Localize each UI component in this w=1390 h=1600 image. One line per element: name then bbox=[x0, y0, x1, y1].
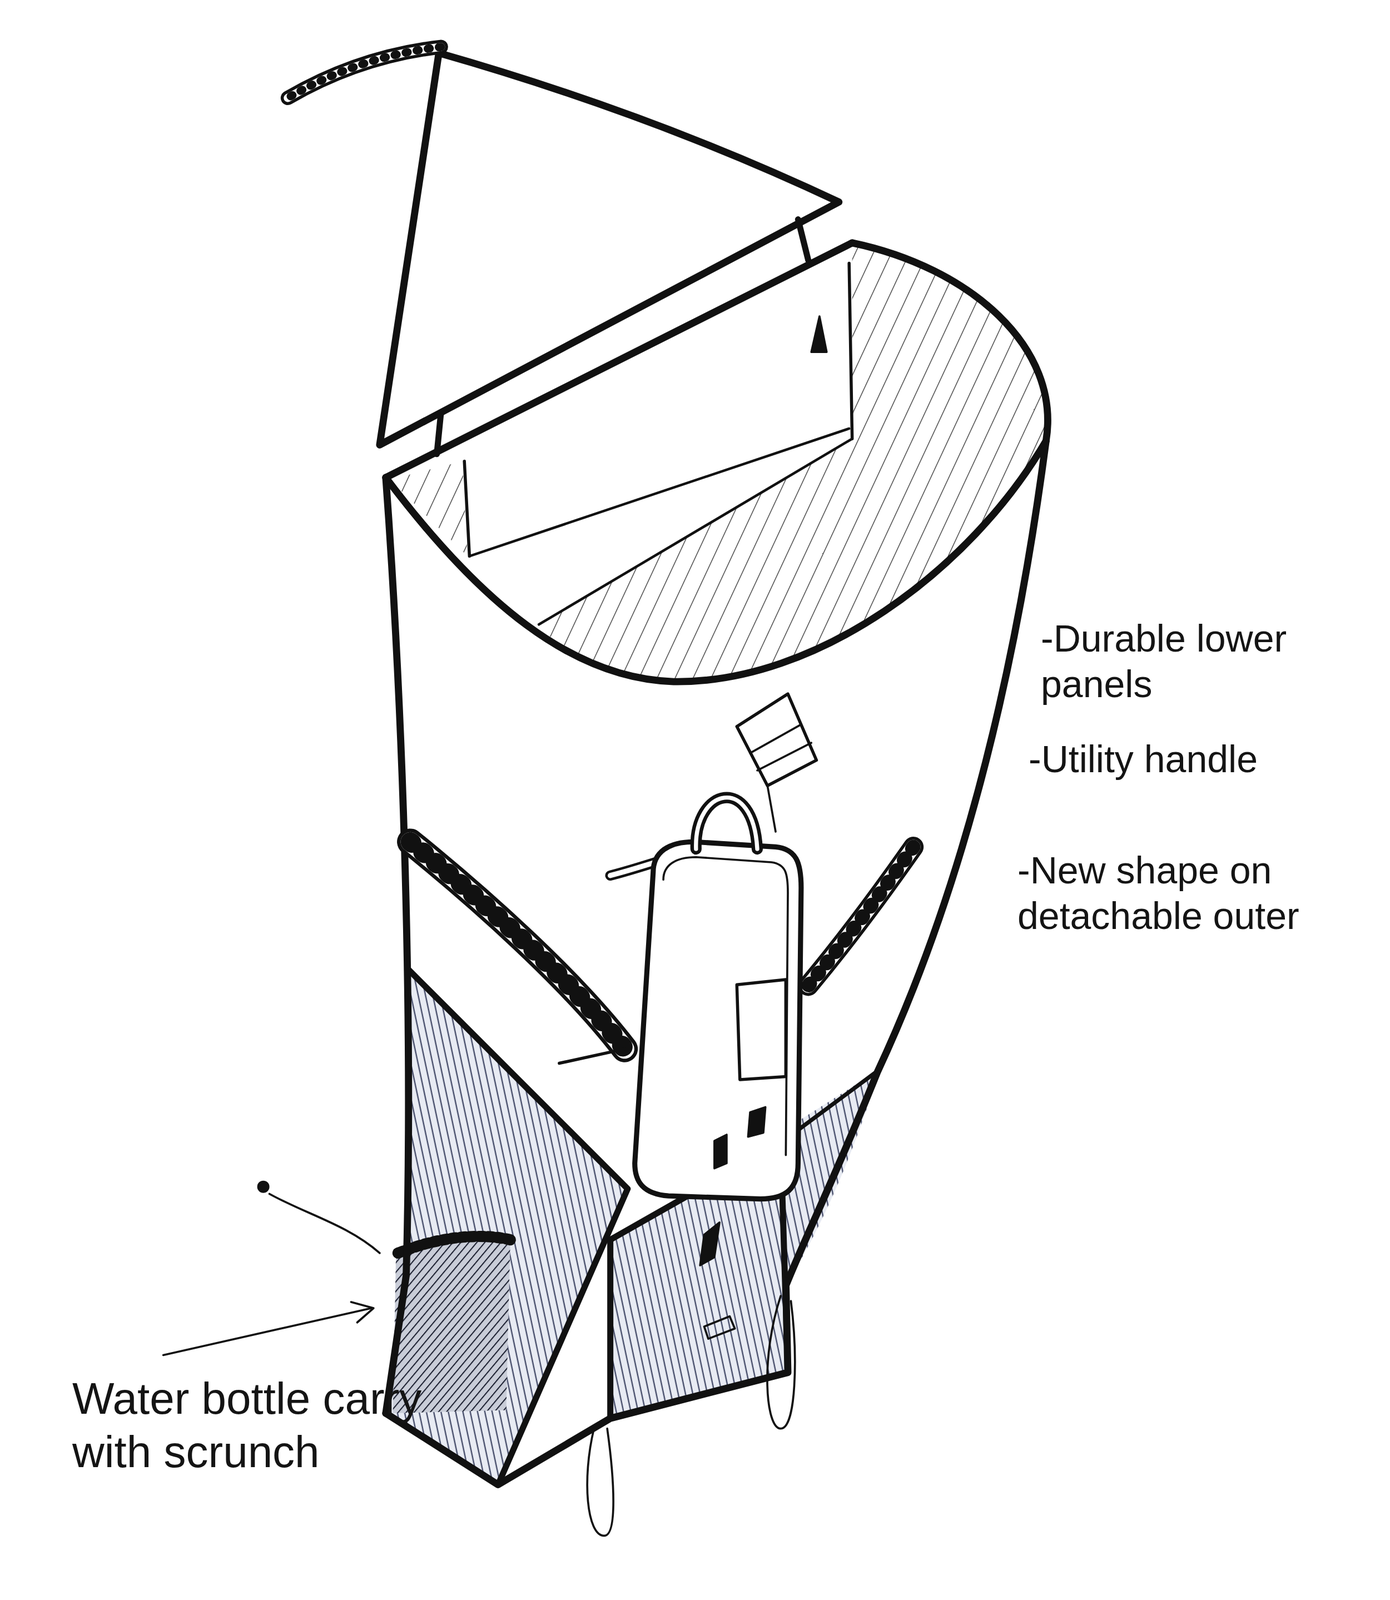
bottle-scrunch bbox=[398, 1236, 511, 1254]
panel-mark bbox=[700, 1222, 720, 1266]
feature-note: -Utility handle bbox=[1028, 736, 1258, 783]
side-strap bbox=[808, 846, 914, 986]
bag-window bbox=[736, 979, 786, 1080]
feature-note: -Durable lower panels bbox=[1040, 616, 1375, 707]
flag-tab bbox=[750, 724, 812, 771]
leader-line bbox=[269, 1193, 380, 1253]
rim bbox=[385, 242, 1049, 682]
inner-line bbox=[464, 461, 470, 557]
inner-line bbox=[469, 428, 850, 556]
inner-marker bbox=[811, 316, 827, 352]
bottom-loop bbox=[767, 1296, 796, 1429]
utility-handle bbox=[696, 797, 758, 850]
inner-hatch bbox=[389, 461, 468, 557]
utility-handle bbox=[696, 797, 758, 850]
body-side bbox=[785, 440, 1046, 1287]
body-bottom bbox=[385, 1281, 788, 1486]
feature-note: -New shape on detachable outer bbox=[1017, 847, 1374, 939]
panel-edge bbox=[408, 969, 628, 1486]
lid-rope bbox=[288, 46, 441, 98]
inner-hatch bbox=[538, 242, 1048, 682]
inner-line bbox=[849, 263, 853, 440]
lower-panel bbox=[385, 969, 628, 1486]
side-strap bbox=[559, 1049, 625, 1064]
back-edge bbox=[385, 242, 853, 478]
callout-note: Water bottle carry with scrunch bbox=[72, 1372, 429, 1479]
sketch-lines bbox=[163, 46, 1049, 1536]
leader-arrow bbox=[350, 1302, 374, 1323]
panel-edge bbox=[607, 1239, 614, 1419]
detachable-bag bbox=[663, 857, 788, 1156]
side-strap bbox=[808, 846, 914, 986]
inner-line bbox=[538, 438, 852, 625]
bottom-loop bbox=[587, 1428, 614, 1537]
leader-arrow bbox=[163, 1308, 372, 1355]
side-strap bbox=[410, 841, 625, 1050]
panel-mark bbox=[704, 1316, 736, 1339]
body-side bbox=[385, 477, 409, 1414]
side-strap bbox=[410, 841, 625, 1050]
lid-rope bbox=[288, 46, 441, 98]
bag-mark bbox=[747, 1106, 766, 1137]
lid-rope bbox=[288, 46, 441, 98]
lid-tab bbox=[797, 219, 808, 261]
asterisk-dot bbox=[257, 1180, 270, 1194]
detachable-bag bbox=[634, 841, 802, 1199]
bag-mark bbox=[714, 1134, 727, 1169]
side-strap bbox=[410, 841, 625, 1050]
flag-tab bbox=[736, 693, 817, 786]
side-strap bbox=[808, 846, 914, 986]
flag-tab bbox=[767, 785, 776, 832]
lid-flap bbox=[379, 52, 840, 445]
